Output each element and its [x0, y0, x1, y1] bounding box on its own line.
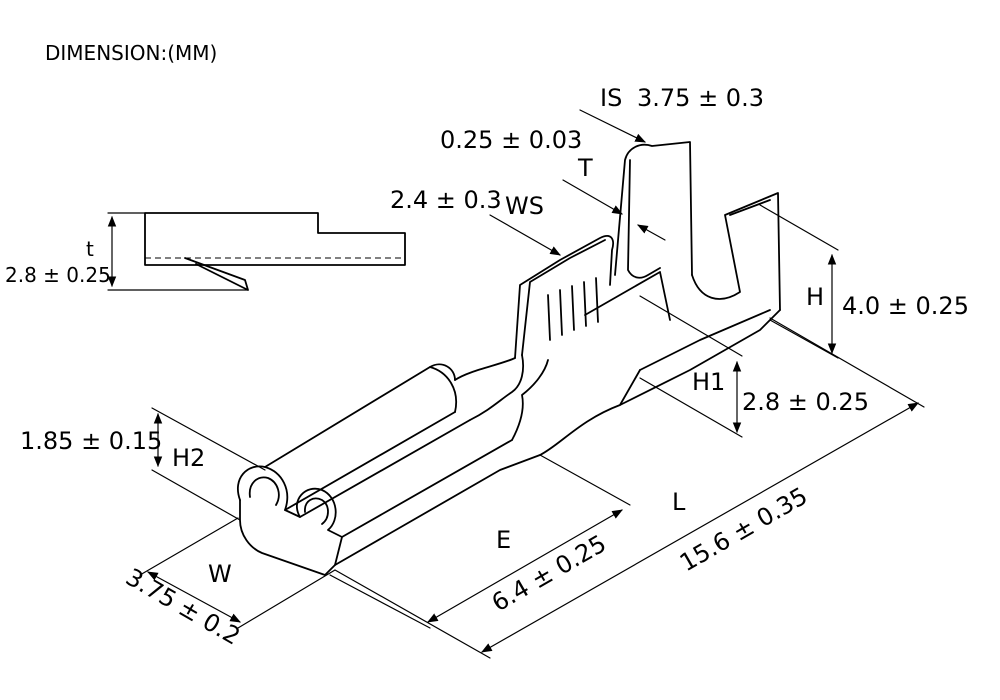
is-letter: IS: [600, 84, 622, 112]
drawing-title: DIMENSION:(MM): [45, 41, 217, 65]
w-letter: W: [208, 560, 232, 588]
t-letter: T: [577, 154, 593, 182]
l-letter: L: [672, 488, 686, 516]
side-t-letter: t: [86, 237, 94, 261]
h1-value: 2.8 ± 0.25: [742, 388, 869, 416]
side-view: t 2.8 ± 0.25: [5, 212, 406, 291]
ws-value: 2.4 ± 0.3: [390, 186, 502, 214]
h2-value: 1.85 ± 0.15: [20, 427, 162, 455]
h-value: 4.0 ± 0.25: [842, 292, 969, 320]
t-thickness-value: 0.25 ± 0.03: [440, 126, 582, 154]
side-t-value: 2.8 ± 0.25: [5, 263, 111, 287]
h2-letter: H2: [172, 444, 205, 472]
h-letter: H: [806, 283, 824, 311]
h1-letter: H1: [692, 368, 725, 396]
ws-letter: WS: [505, 192, 544, 220]
dimension-labels: IS 3.75 ± 0.3 0.25 ± 0.03 T 2.4 ± 0.3 WS…: [20, 84, 969, 651]
e-letter: E: [496, 526, 511, 554]
is-value: 3.75 ± 0.3: [637, 84, 764, 112]
dimension-lines: [139, 109, 925, 659]
